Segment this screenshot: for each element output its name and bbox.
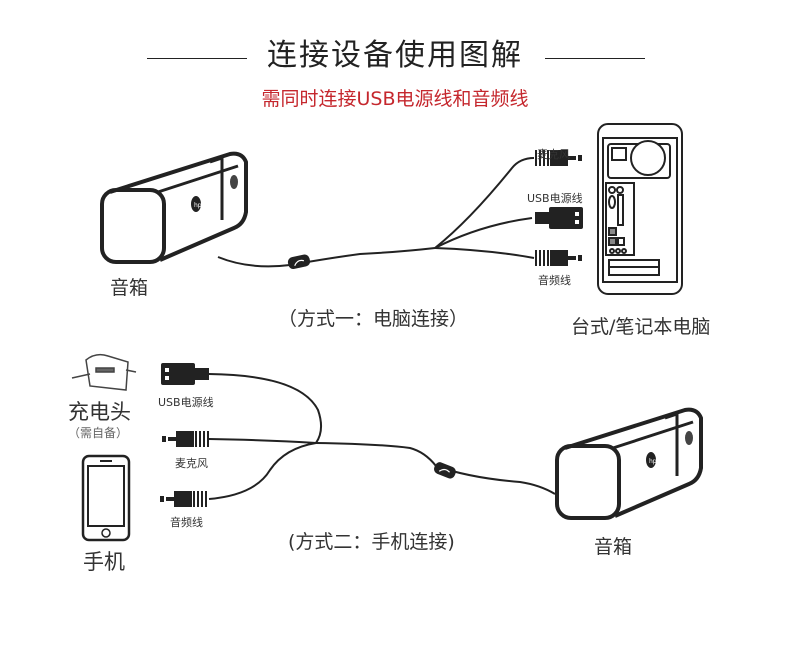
smartphone-icon [81, 454, 131, 542]
audio-jack-icon [535, 250, 582, 266]
title-rule-left [147, 58, 247, 59]
inline-volume-control-icon [286, 253, 312, 271]
desktop-pc-icon [597, 123, 683, 295]
usb-cable-label: USB电源线 [158, 396, 214, 409]
method1-caption: （方式一：电脑连接） [278, 308, 469, 330]
mic-cable-label: 麦克风 [537, 148, 570, 161]
audio-cable-label: 音频线 [170, 516, 203, 529]
speaker-icon [100, 151, 248, 264]
speaker-label: 音箱 [110, 277, 149, 299]
inline-volume-control-icon [431, 460, 458, 481]
charger-label: 充电头 [68, 400, 131, 424]
computer-label: 台式/笔记本电脑 [571, 316, 711, 338]
page-title: 连接设备使用图解 [267, 38, 523, 73]
method1-cables [217, 157, 535, 268]
page-subtitle: 需同时连接USB电源线和音频线 [261, 88, 529, 110]
speaker-label: 音箱 [594, 536, 633, 558]
method2-caption: (方式二：手机连接) [288, 531, 455, 553]
speaker-icon [555, 407, 703, 520]
usb-cable-label: USB电源线 [527, 192, 583, 205]
title-rule-right [545, 58, 645, 59]
charger-icon [71, 353, 137, 391]
audio-jack-icon [162, 431, 209, 447]
audio-jack-icon [160, 491, 207, 507]
usb-plug-icon [161, 363, 209, 385]
phone-label: 手机 [83, 550, 125, 574]
method2-cables [208, 373, 556, 500]
mic-cable-label: 麦克风 [175, 457, 208, 470]
audio-cable-label: 音频线 [538, 274, 571, 287]
usb-plug-icon [535, 207, 583, 229]
charger-note: （需自备） [68, 426, 129, 440]
